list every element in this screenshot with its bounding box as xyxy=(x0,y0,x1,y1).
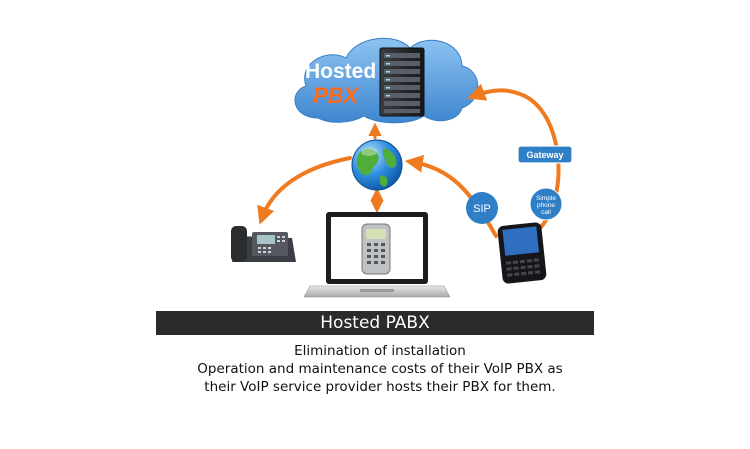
description-line-2: Operation and maintenance costs of their… xyxy=(197,361,563,377)
cloud-label-pbx: PBX xyxy=(313,83,360,108)
cloud-label-hosted: Hosted xyxy=(305,60,376,83)
description-line-3: their VoIP service provider hosts their … xyxy=(204,379,556,395)
sip-badge xyxy=(466,192,498,224)
laptop-icon xyxy=(303,212,451,298)
globe-icon xyxy=(351,139,403,191)
sip-label: SIP xyxy=(473,203,491,215)
mobile-phone-icon xyxy=(497,222,547,284)
ip-phone-icon xyxy=(361,223,391,275)
gateway-badge xyxy=(517,145,573,164)
simple-call-badge xyxy=(529,187,563,221)
simple-call-line-1: Simple xyxy=(536,195,556,202)
desk-phone-icon xyxy=(231,226,296,262)
server-rack-icon xyxy=(379,47,425,117)
description-line-1: Elimination of installation xyxy=(294,343,466,359)
simple-call-line-3: call xyxy=(541,209,551,216)
gateway-label: Gateway xyxy=(526,150,563,160)
arrow-globe-to-deskphone xyxy=(257,156,352,225)
simple-call-line-2: phone xyxy=(537,202,555,209)
caption-bar: Hosted PABX xyxy=(156,311,594,335)
